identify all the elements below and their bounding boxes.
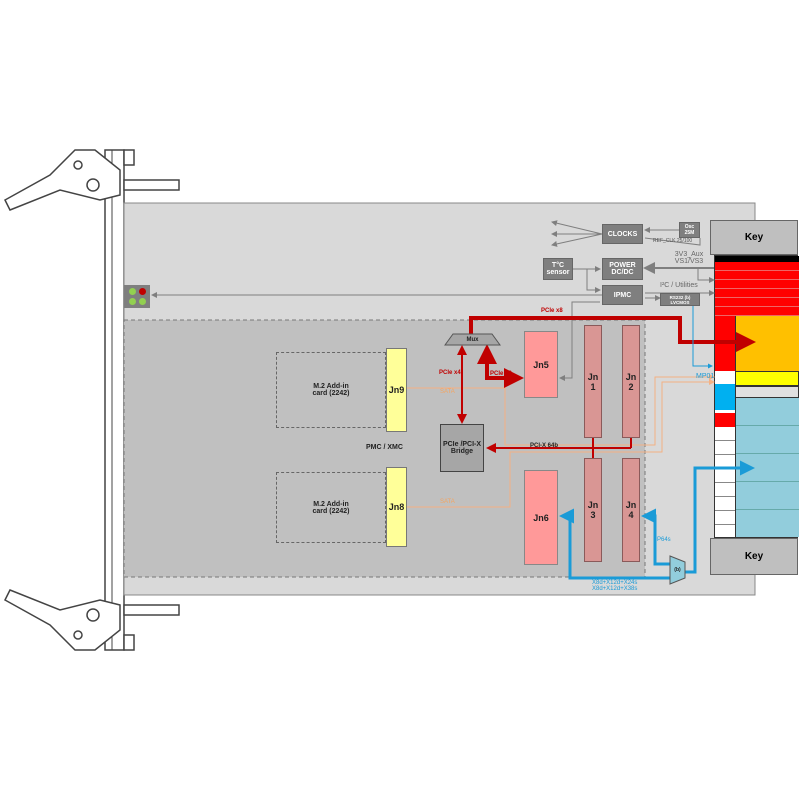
- bridge-block: PCIe /PCI-X Bridge: [440, 424, 484, 472]
- jn1-connector: Jn 1: [584, 325, 602, 438]
- jn6-connector: Jn6: [524, 470, 558, 565]
- osc-block: Osc 25M: [679, 222, 700, 238]
- i2c-label: I²C / Utilities: [660, 282, 698, 289]
- led-panel: [124, 285, 150, 308]
- led-red-icon: [139, 288, 146, 295]
- rs232-block: RS232 (b) LVCMOS: [660, 293, 700, 306]
- led-green-icon: [139, 298, 146, 305]
- jn4-connector: Jn 4: [622, 458, 640, 562]
- jn2-label: Jn 2: [625, 371, 637, 392]
- m2-bottom-label: M.2 Add-in card (2242): [312, 500, 350, 515]
- top-handle: [4, 149, 180, 219]
- osc-label: Osc 25M: [684, 224, 695, 236]
- jn4-label: Jn 4: [625, 500, 637, 520]
- m2-card-top: M.2 Add-in card (2242): [276, 352, 386, 428]
- jn3-connector: Jn 3: [584, 458, 602, 562]
- pmc-xmc-label: PMC / XMC: [366, 444, 403, 451]
- temp-sensor-label: T°C sensor: [546, 262, 570, 276]
- x-top-label: X8d+X12d+X24s: [592, 580, 638, 586]
- key-bottom: Key: [710, 538, 798, 575]
- mux-block: Mux: [445, 334, 500, 345]
- pcie-x8-label: PCIe x8: [490, 371, 512, 377]
- mux-label: Mux: [466, 336, 479, 343]
- key-top-label: Key: [744, 232, 764, 243]
- jn8-connector: Jn8: [386, 467, 407, 547]
- mux-b-label: (b): [674, 567, 681, 573]
- p64s-label: P64s: [657, 537, 671, 543]
- jn8-label: Jn8: [388, 502, 405, 512]
- ipmc-label: IPMC: [613, 291, 632, 299]
- led-green-icon: [129, 288, 136, 295]
- jn9-label: Jn9: [388, 385, 405, 395]
- key-top: Key: [710, 220, 798, 255]
- bridge-label: PCIe /PCI-X Bridge: [442, 441, 482, 455]
- jn2-connector: Jn 2: [622, 325, 640, 438]
- jn5-connector: Jn5: [524, 331, 558, 398]
- temp-sensor-block: T°C sensor: [543, 258, 573, 280]
- pcie-x8-top-label: PCIe x8: [541, 308, 563, 314]
- mux-b-shape: [669, 555, 686, 585]
- sata-bottom-label: SATA: [440, 499, 455, 505]
- m2-top-label: M.2 Add-in card (2242): [312, 383, 350, 397]
- key-bottom-label: Key: [744, 551, 764, 562]
- rs232-label: RS232 (b) LVCMOS: [669, 294, 691, 305]
- jn6-label: Jn6: [533, 512, 549, 523]
- mux-shape: [444, 333, 501, 346]
- mux-b-block: (b): [670, 562, 685, 578]
- jn3-label: Jn 3: [587, 500, 599, 520]
- clocks-block: CLOCKS: [602, 224, 643, 244]
- ref-clk-label: REF_CLK 25/100: [653, 238, 693, 244]
- x-bottom-label: X8d+X12d+X38s: [592, 586, 638, 592]
- pcix-label: PCI-X 64b: [530, 443, 559, 449]
- led-green-icon: [129, 298, 136, 305]
- jn9-connector: Jn9: [386, 348, 407, 432]
- jn5-label: Jn5: [533, 359, 549, 370]
- power-rails-label: 3V3_Aux VS1/VS3: [674, 251, 704, 265]
- sata-top-label: SATA: [440, 389, 455, 395]
- m2-card-bottom: M.2 Add-in card (2242): [276, 472, 386, 543]
- clocks-label: CLOCKS: [607, 230, 638, 238]
- power-block: POWER DC/DC: [602, 258, 643, 280]
- jn1-label: Jn 1: [587, 371, 599, 392]
- pcie-x4-label: PCIe x4: [439, 370, 461, 376]
- ipmc-block: IPMC: [602, 285, 643, 305]
- mp01-label: MP01: [696, 373, 715, 380]
- power-label: POWER DC/DC: [609, 262, 636, 276]
